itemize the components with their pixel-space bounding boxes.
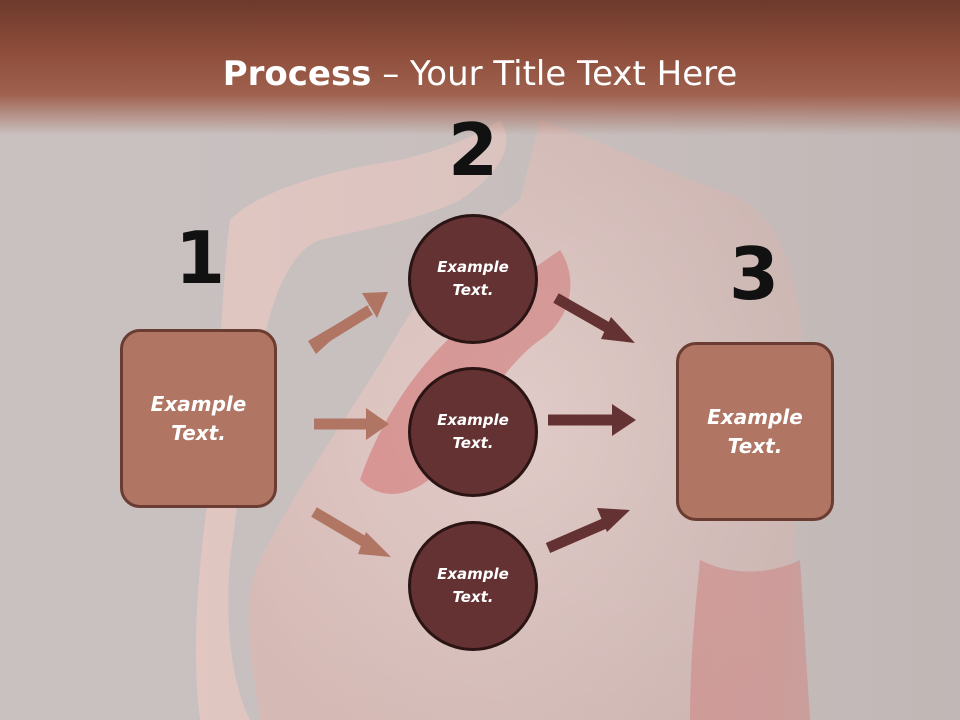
- arrow-left-to-top: [308, 292, 388, 354]
- step-number-1: 1: [174, 216, 226, 300]
- page-title: Process – Your Title Text Here: [0, 52, 960, 96]
- step-number-2: 2: [447, 108, 499, 192]
- right-box: Example Text.: [676, 342, 834, 521]
- circle-top: Example Text.: [408, 214, 538, 344]
- title-bold: Process: [222, 54, 372, 94]
- arrow-top-to-right: [553, 293, 635, 343]
- step-number-3: 3: [728, 232, 780, 316]
- circle-bottom: Example Text.: [408, 521, 538, 651]
- arrow-middle-to-right: [548, 404, 636, 436]
- title-rest: – Your Title Text Here: [371, 54, 738, 94]
- arrow-left-to-bottom: [311, 507, 391, 557]
- header-band: [0, 0, 960, 135]
- arrow-bottom-to-right: [545, 508, 630, 554]
- circle-middle: Example Text.: [408, 367, 538, 497]
- arrow-left-to-middle: [314, 408, 389, 440]
- left-box: Example Text.: [120, 329, 277, 508]
